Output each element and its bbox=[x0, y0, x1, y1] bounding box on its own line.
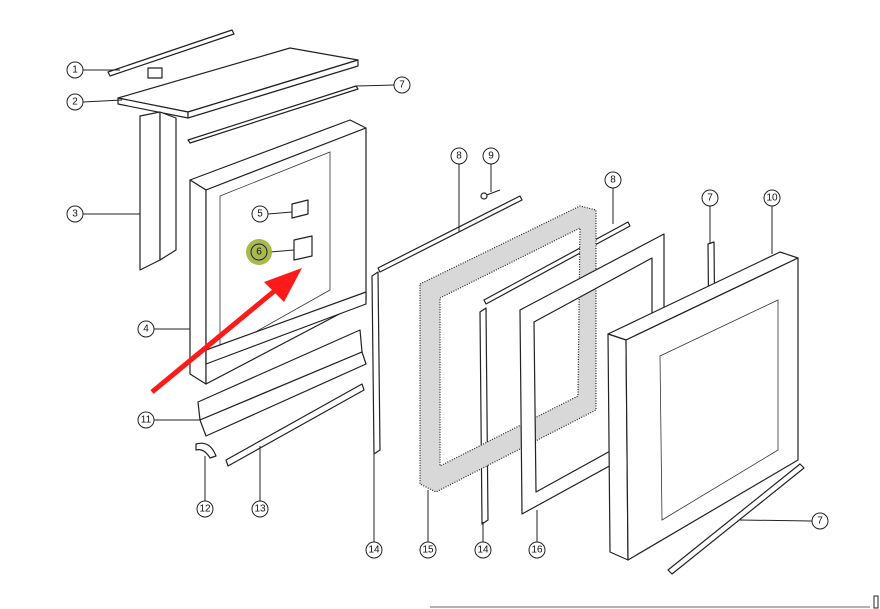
callout: 11 bbox=[137, 411, 155, 429]
callout-label: 9 bbox=[488, 151, 494, 162]
callout-label: 14 bbox=[368, 545, 380, 556]
callout-label: 4 bbox=[143, 324, 149, 335]
callout: 7 bbox=[701, 189, 719, 207]
leader-lines bbox=[82, 69, 813, 542]
part-13-strip bbox=[225, 383, 365, 467]
callout: 13 bbox=[251, 500, 269, 518]
part-11-lower-plate bbox=[197, 329, 367, 437]
highlight-marker bbox=[246, 239, 272, 265]
callout: 10 bbox=[763, 189, 781, 207]
callout-label: 2 bbox=[72, 97, 78, 108]
callout: 8 bbox=[450, 147, 468, 165]
callout-label: 3 bbox=[72, 209, 78, 220]
corner-mark bbox=[873, 595, 879, 609]
callout: 15 bbox=[419, 541, 437, 559]
part-1-strip bbox=[107, 29, 235, 77]
callout: 9 bbox=[482, 147, 500, 165]
callout-label: 8 bbox=[456, 151, 462, 162]
callout: 8 bbox=[604, 171, 622, 189]
callout-label: 14 bbox=[477, 545, 489, 556]
part-6-plate bbox=[293, 235, 313, 261]
callout-label: 7 bbox=[399, 80, 405, 91]
callout-label: 16 bbox=[531, 545, 543, 556]
part-14-strip bbox=[479, 307, 489, 525]
callout: 12 bbox=[196, 500, 214, 518]
part-7-gasket-strip bbox=[187, 85, 359, 144]
callout: 1 bbox=[66, 61, 84, 79]
part-7-bottom-strip bbox=[667, 463, 805, 575]
callout: 14 bbox=[365, 541, 383, 559]
part-12-hose bbox=[195, 442, 217, 459]
callout: 3 bbox=[66, 205, 84, 223]
callout: 14 bbox=[474, 541, 492, 559]
callout: 5 bbox=[251, 205, 269, 223]
callout-label: 13 bbox=[254, 504, 266, 515]
part-15-foam-frame bbox=[419, 205, 597, 493]
part-5-clip bbox=[291, 199, 309, 219]
part-10-housing bbox=[607, 251, 799, 561]
callout-label: 6 bbox=[256, 247, 262, 258]
callout-label: 1 bbox=[72, 65, 78, 76]
callout: 7 bbox=[393, 76, 411, 94]
callout: 7 bbox=[811, 512, 829, 530]
callout: 16 bbox=[528, 541, 546, 559]
part-4-main-panel bbox=[189, 119, 367, 385]
callout-label: 8 bbox=[610, 175, 616, 186]
callout-highlighted: 6 bbox=[250, 243, 268, 261]
callout-label: 12 bbox=[199, 504, 211, 515]
callout-label: 15 bbox=[422, 545, 434, 556]
callout-label: 7 bbox=[707, 193, 713, 204]
callout-label: 5 bbox=[257, 209, 263, 220]
part-8-strip bbox=[377, 195, 523, 273]
part-3-side-bracket bbox=[139, 111, 177, 271]
red-arrow bbox=[150, 268, 302, 394]
part-2-top-panel bbox=[117, 47, 359, 119]
callout: 2 bbox=[66, 93, 84, 111]
part-14-strip bbox=[371, 271, 381, 455]
part-9-bolt bbox=[480, 189, 501, 200]
callout-label: 10 bbox=[766, 193, 778, 204]
callout-label: 11 bbox=[141, 415, 152, 426]
callout: 4 bbox=[137, 320, 155, 338]
callout-label: 7 bbox=[817, 516, 823, 527]
